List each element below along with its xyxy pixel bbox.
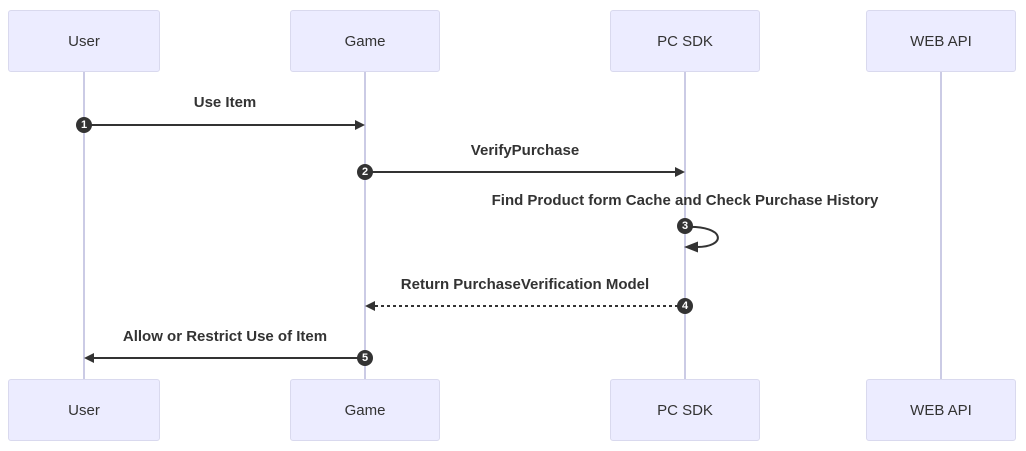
- lifeline-game: [364, 72, 366, 379]
- actor-label: Game: [344, 401, 386, 419]
- actor-bottom-user: User: [8, 379, 160, 441]
- lifeline-user: [83, 72, 85, 379]
- message-3-self-loop: [684, 225, 719, 253]
- message-1-number: 1: [76, 117, 92, 133]
- message-4-number: 4: [677, 298, 693, 314]
- lifeline-web-api: [940, 72, 942, 379]
- actor-top-game: Game: [290, 10, 440, 72]
- actor-label: User: [68, 32, 100, 50]
- message-2-line: [365, 171, 675, 173]
- message-4-arrowhead-icon: [365, 301, 375, 311]
- message-5-arrowhead-icon: [84, 353, 94, 363]
- actor-top-user: User: [8, 10, 160, 72]
- message-1-line: [84, 124, 356, 126]
- message-2-arrowhead-icon: [675, 167, 685, 177]
- message-2-number: 2: [357, 164, 373, 180]
- actor-top-web-api: WEB API: [866, 10, 1016, 72]
- actor-top-pc-sdk: PC SDK: [610, 10, 760, 72]
- actor-label: User: [68, 401, 100, 419]
- message-3-label: Find Product form Cache and Check Purcha…: [491, 192, 879, 209]
- message-2-label: VerifyPurchase: [470, 142, 580, 159]
- message-4-label: Return PurchaseVerification Model: [400, 276, 650, 293]
- message-5-line: [94, 357, 365, 359]
- actor-bottom-pc-sdk: PC SDK: [610, 379, 760, 441]
- message-4-line: [375, 305, 685, 307]
- actor-label: Game: [344, 32, 386, 50]
- actor-label: PC SDK: [657, 32, 713, 50]
- message-5-number: 5: [357, 350, 373, 366]
- actor-label: WEB API: [910, 32, 972, 50]
- actor-label: WEB API: [910, 401, 972, 419]
- actor-bottom-game: Game: [290, 379, 440, 441]
- message-3-number: 3: [677, 218, 693, 234]
- actor-bottom-web-api: WEB API: [866, 379, 1016, 441]
- message-1-arrowhead-icon: [355, 120, 365, 130]
- message-1-label: Use Item: [193, 94, 257, 111]
- actor-label: PC SDK: [657, 401, 713, 419]
- message-5-label: Allow or Restrict Use of Item: [122, 328, 328, 345]
